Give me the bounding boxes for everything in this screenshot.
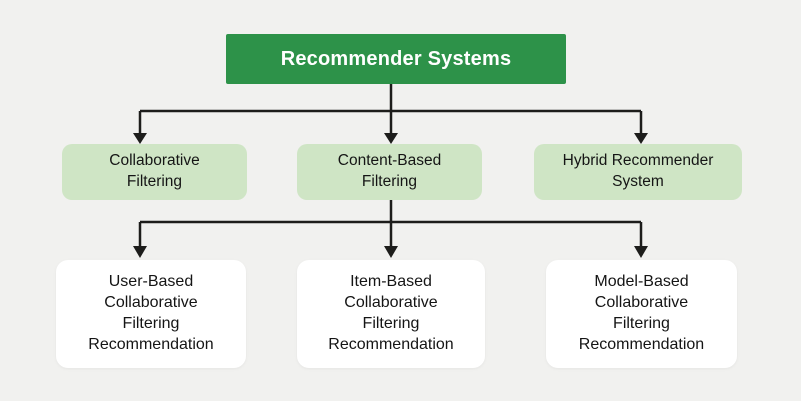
node-user-based-collaborative-filtering-recommendation: User-Based Collaborative Filtering Recom… [56,260,246,368]
arrowhead-icon [133,246,147,258]
arrowhead-icon [634,246,648,258]
node-label: Hybrid Recommender System [562,152,714,190]
node-collaborative-filtering: Collaborative Filtering [62,144,247,200]
arrowhead-icon [634,133,648,144]
node-model-based-collaborative-filtering-recommendation: Model-Based Collaborative Filtering Reco… [546,260,737,368]
arrowhead-icon [384,246,398,258]
node-label: Model-Based Collaborative Filtering Reco… [578,273,705,353]
connector-root-to-level1 [133,84,648,144]
node-label: Collaborative Filtering [109,152,200,190]
node-recommender-systems: Recommender Systems [226,34,566,84]
arrowhead-icon [133,133,147,144]
node-content-based-filtering: Content-Based Filtering [297,144,482,200]
node-label: User-Based Collaborative Filtering Recom… [88,273,214,353]
connector-level1-to-level2 [133,200,648,258]
node-label: Content-Based Filtering [337,152,442,190]
node-hybrid-recommender-system: Hybrid Recommender System [534,144,742,200]
node-label: Item-Based Collaborative Filtering Recom… [328,273,454,353]
arrowhead-icon [384,133,398,144]
node-label: Recommender Systems [280,47,512,70]
node-item-based-collaborative-filtering-recommendation: Item-Based Collaborative Filtering Recom… [297,260,485,368]
